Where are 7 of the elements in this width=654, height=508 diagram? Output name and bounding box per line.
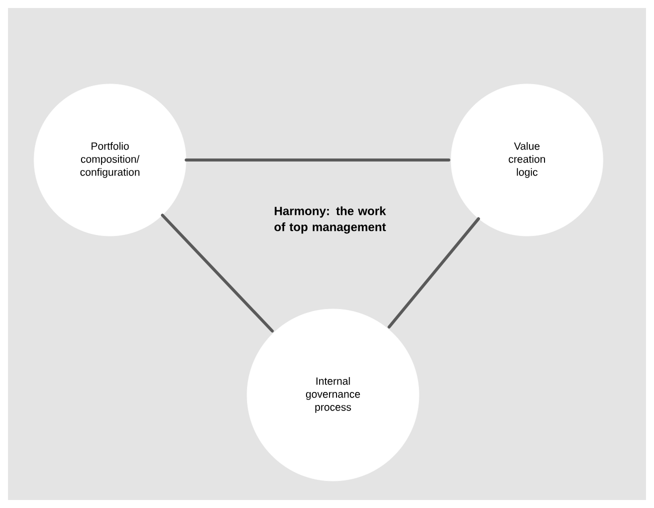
connector-line	[184, 158, 450, 162]
center-label: Harmony: the work of top management	[274, 206, 386, 234]
connector-line	[160, 214, 274, 333]
circle-node: Value creation logic	[450, 84, 604, 236]
circle-node: Internal governance process	[246, 308, 420, 482]
circle-node: Portfolio composition/ configuration	[34, 84, 186, 236]
connector-line	[388, 217, 480, 328]
